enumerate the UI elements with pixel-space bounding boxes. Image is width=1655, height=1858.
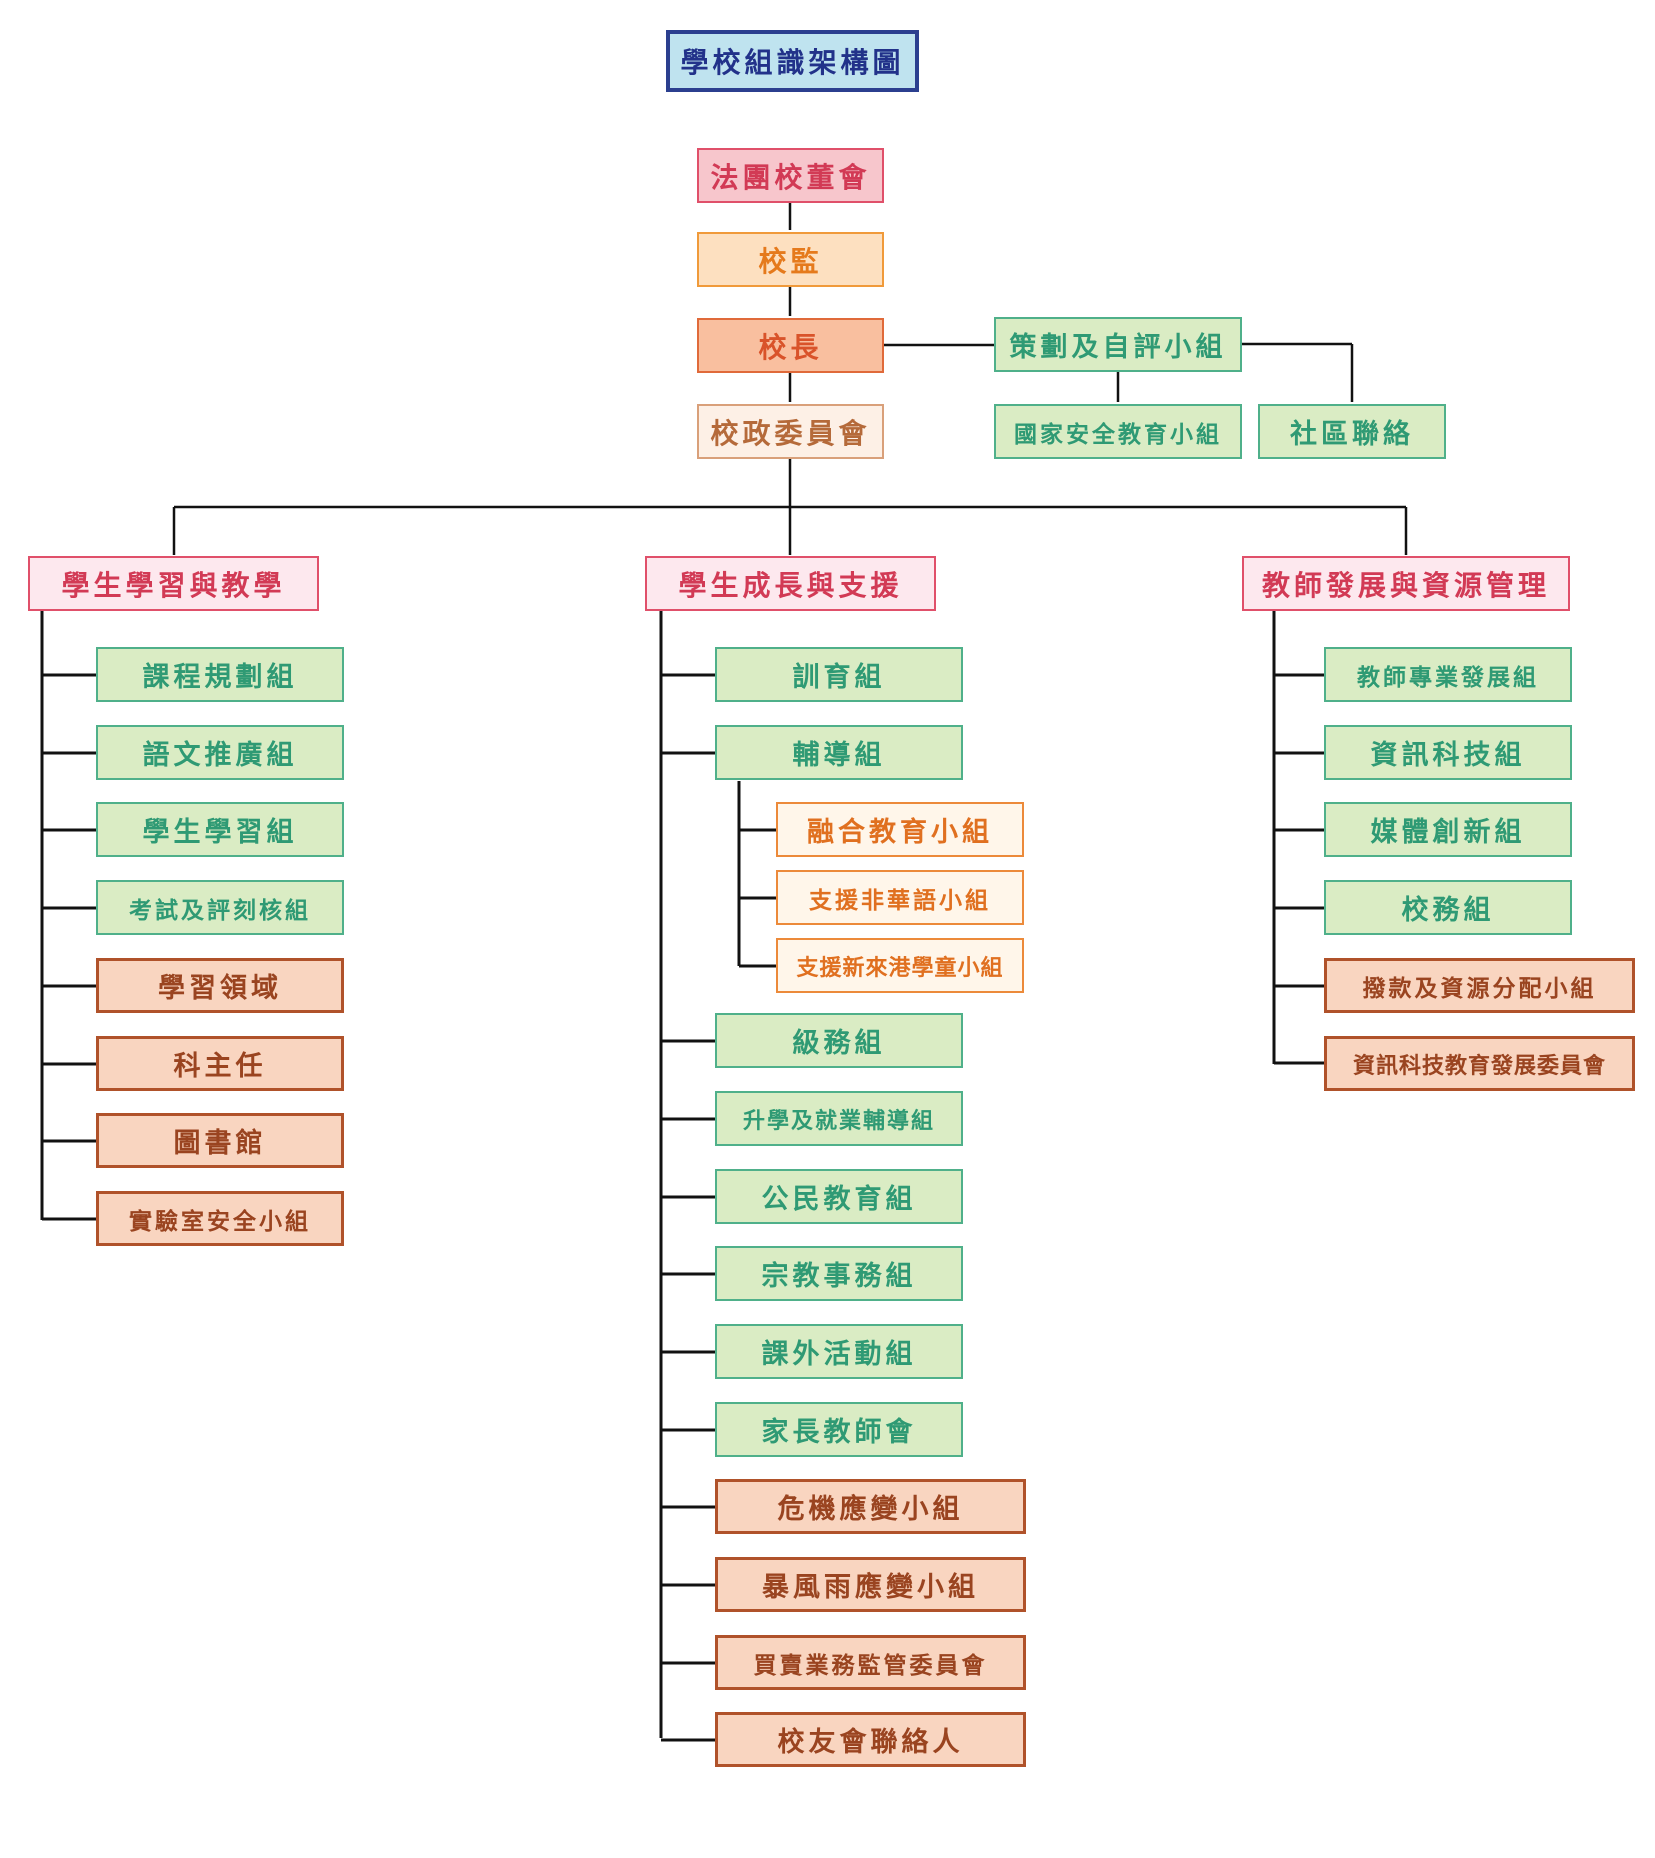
planning-node: 策劃及自評小組 [994,317,1242,372]
growth-item: 訓育組 [715,647,963,702]
branch-growth-title: 學生成長與支援 [645,556,936,611]
growth-item: 升學及就業輔導組 [715,1091,963,1146]
learning-item: 學生學習組 [96,802,344,857]
board-node: 法團校董會 [697,148,884,203]
teacher-item: 資訊科技教育發展委員會 [1324,1036,1635,1091]
council-node: 校政委員會 [697,404,884,459]
growth-item: 危機應變小組 [715,1479,1026,1534]
learning-item: 學習領域 [96,958,344,1013]
learning-item: 圖書館 [96,1113,344,1168]
chart-title: 學校組識架構圖 [666,30,919,92]
teacher-item: 撥款及資源分配小組 [1324,958,1635,1013]
supervisor-node: 校監 [697,232,884,287]
branch-learning-title: 學生學習與教學 [28,556,319,611]
growth-item: 買賣業務監管委員會 [715,1635,1026,1690]
growth-item: 輔導組 [715,725,963,780]
growth-item: 宗教事務組 [715,1246,963,1301]
growth-item: 公民教育組 [715,1169,963,1224]
growth-item: 暴風雨應變小組 [715,1557,1026,1612]
teacher-item: 教師專業發展組 [1324,647,1572,702]
learning-item: 科主任 [96,1036,344,1091]
growth-item: 校友會聯絡人 [715,1712,1026,1767]
counseling-sub-item: 支援非華語小組 [776,870,1024,925]
counseling-sub-item: 融合教育小組 [776,802,1024,857]
learning-item: 語文推廣組 [96,725,344,780]
teacher-item: 資訊科技組 [1324,725,1572,780]
principal-node: 校長 [697,318,884,373]
learning-item: 實驗室安全小組 [96,1191,344,1246]
branch-teacher-title: 教師發展與資源管理 [1242,556,1570,611]
national-security-node: 國家安全教育小組 [994,404,1242,459]
learning-item: 考試及評刻核組 [96,880,344,935]
growth-item: 家長教師會 [715,1402,963,1457]
growth-item: 級務組 [715,1013,963,1068]
teacher-item: 校務組 [1324,880,1572,935]
teacher-item: 媒體創新組 [1324,802,1572,857]
learning-item: 課程規劃組 [96,647,344,702]
growth-item: 課外活動組 [715,1324,963,1379]
community-node: 社區聯絡 [1258,404,1446,459]
counseling-sub-item: 支援新來港學童小組 [776,938,1024,993]
